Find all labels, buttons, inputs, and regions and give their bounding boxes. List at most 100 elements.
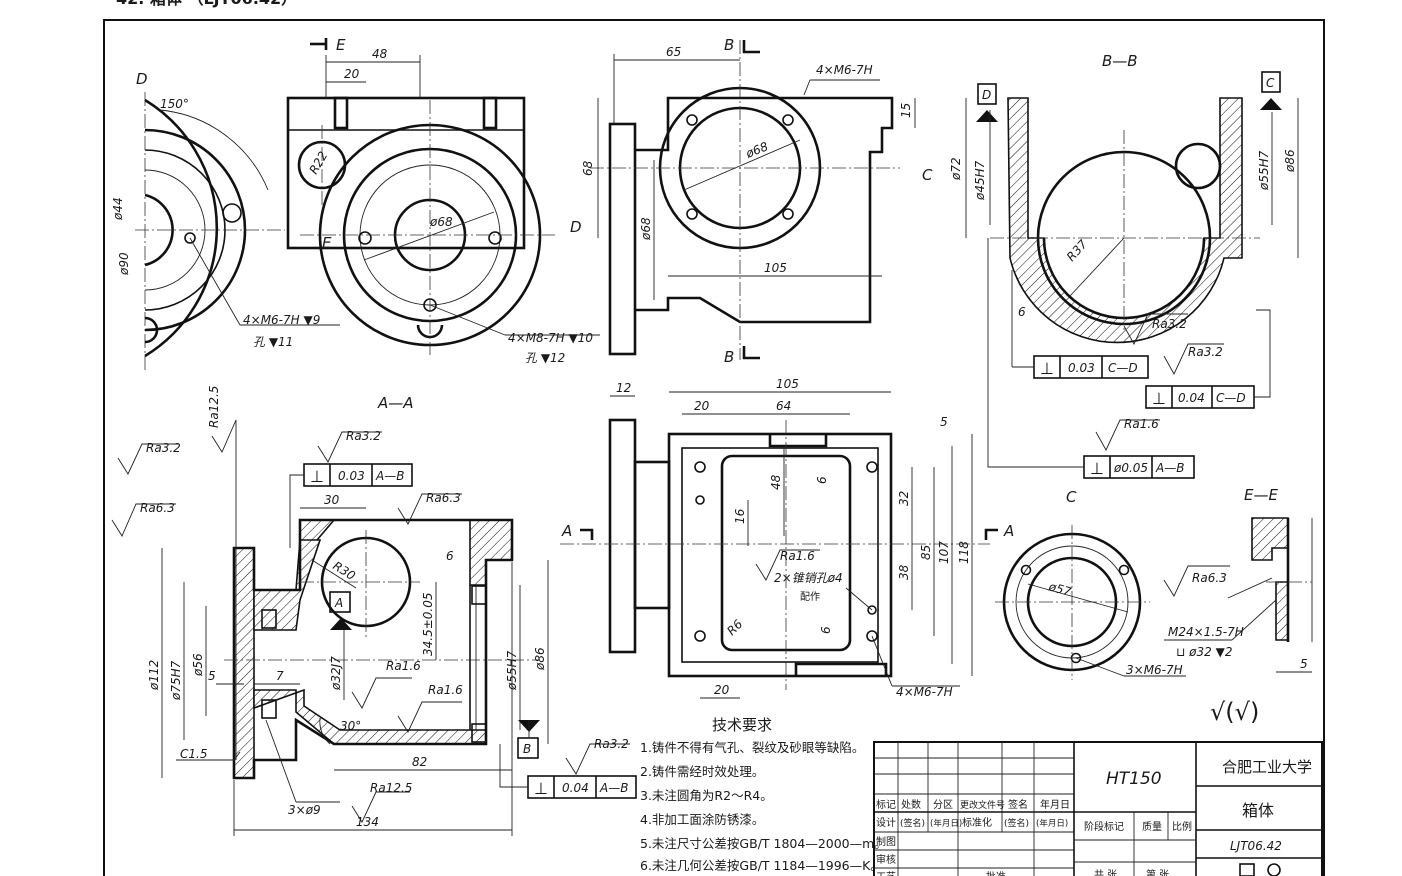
datum-b-box — [517, 737, 539, 759]
dia-55h7: ø55H7 — [1257, 150, 1271, 191]
thread-top: 4×M6-7H — [896, 685, 953, 699]
dim-12-top: 12 — [616, 381, 631, 395]
dia-45h7: ø45H7 — [973, 160, 987, 201]
dim-118-top: 118 — [957, 541, 971, 564]
fcf-bb-1-sym: ⊥ — [1040, 359, 1054, 378]
dim-105-top: 105 — [776, 377, 799, 391]
ra32-aa: Ra3.2 — [146, 441, 181, 455]
tech-note-4: 4.非加工面涂防锈漆。 — [640, 812, 764, 827]
tb-r2-3: 标准化 — [962, 816, 992, 829]
dia-68-side: ø68 — [743, 139, 770, 161]
view-d: D 150° ø44 ø90 4×M6-7H ▼9 孔 ▼11 — [111, 70, 340, 370]
dim-48-top: 48 — [769, 474, 783, 490]
datum-c-box — [1261, 71, 1281, 93]
holes-3x9: 3×ø9 — [288, 803, 321, 817]
title-block: 标记 处数 分区 更改文件号 签名 年月日 设计 (签名) (年月日) 标准化 … — [873, 741, 1323, 876]
dim-65: 65 — [666, 45, 681, 59]
datum-d: D — [982, 88, 991, 102]
fcf-aa-2-ref: A—B — [599, 781, 628, 795]
cut-a2: A — [1003, 522, 1014, 540]
ra125-aa: Ra12.5 — [207, 386, 221, 428]
tb-zhitu: 制图 — [876, 835, 896, 848]
tb-r1-5: 年月日 — [1040, 798, 1070, 811]
angle-30: 30° — [340, 719, 361, 733]
ra125-aa-b: Ra12.5 — [370, 781, 412, 795]
angle-150: 150° — [160, 97, 189, 111]
tb-stage: 阶段标记 — [1084, 820, 1124, 833]
tb-drawing-no: LJT06.42 — [1230, 839, 1282, 853]
ra32-bb-a: Ra3.2 — [1152, 317, 1187, 331]
ra16-aa-b: Ra1.6 — [428, 683, 463, 697]
dim-5-aa: 5 — [208, 669, 216, 683]
dia-57: ø57 — [1046, 579, 1073, 599]
cut-e2: E — [322, 234, 332, 252]
tech-note-3: 3.未注圆角为R2～R4。 — [640, 788, 773, 803]
r37: R37 — [1064, 237, 1090, 264]
tb-r1-4: 签名 — [1008, 798, 1028, 811]
thread-c: 3×M6-7H — [1126, 663, 1183, 677]
tb-sheet: 第 张 — [1146, 868, 1169, 876]
dia-44: ø44 — [111, 197, 125, 221]
fcf-aa-1-sym: ⊥ — [310, 467, 324, 486]
ra63-ee: Ra6.3 — [1192, 571, 1227, 585]
dia-68-front: ø68 — [429, 215, 453, 229]
dim-20: 20 — [344, 67, 360, 81]
ra16-top: Ra1.6 — [780, 549, 815, 563]
ra32-aa-c: Ra3.2 — [594, 737, 629, 751]
view-aa: A—A Ra12.5 Ra3.2 Ra3.2 Ra6.3 Ra6.3 ⊥ — [111, 386, 637, 836]
ra16-aa-a: Ra1.6 — [386, 659, 421, 673]
tb-scale: 比例 — [1172, 820, 1192, 833]
tb-r2-0: 设计 — [876, 816, 896, 829]
fcf-aa-1-tol: 0.03 — [338, 469, 365, 483]
fcf-bb-3: ⊥ ø0.05 A—B — [1083, 455, 1195, 479]
ra63-aa-b: Ra6.3 — [426, 491, 461, 505]
cut-b: B — [724, 36, 734, 54]
bb-title: B—B — [1102, 52, 1138, 70]
dim-68: 68 — [581, 160, 595, 176]
dim-6-top: 6 — [815, 476, 829, 484]
thread-d: 4×M6-7H ▼9 — [243, 313, 320, 327]
thread-ee: M24×1.5-7H — [1168, 625, 1244, 639]
dia-68-side-v: ø68 — [639, 217, 653, 241]
fcf-bb-2-ref: C—D — [1216, 391, 1246, 405]
dim-20-top: 20 — [694, 399, 710, 413]
dim-30-aa: 30 — [324, 493, 340, 507]
tb-r2-1: (签名) — [900, 817, 925, 829]
d6-bb: 6 — [1018, 305, 1026, 319]
tech-notes: 技术要求 1.铸件不得有气孔、裂纹及砂眼等缺陷。 2.铸件需经时效处理。 3.未… — [640, 716, 887, 873]
tb-material: HT150 — [1106, 769, 1162, 789]
fcf-aa-1: ⊥ 0.03 A—B — [303, 463, 413, 487]
dim-16-top: 16 — [733, 508, 747, 524]
label-c: C — [922, 166, 933, 184]
tb-r2-5: (年月日) — [1036, 818, 1068, 829]
ra32-bb-b: Ra3.2 — [1188, 345, 1223, 359]
dia-86-aa: ø86 — [533, 647, 547, 671]
drawing-frame — [103, 19, 1325, 876]
r6-top: R6 — [724, 617, 745, 638]
cut-a: A — [561, 522, 572, 540]
ee-title: E—E — [1244, 486, 1278, 504]
tb-r1-2: 分区 — [933, 799, 953, 811]
hole-front: 孔 ▼12 — [525, 351, 565, 365]
dim-48: 48 — [372, 47, 388, 61]
dim-6b-top: 6 — [819, 626, 833, 634]
tb-part-name: 箱体 — [1242, 801, 1274, 820]
fcf-aa-1-ref: A—B — [375, 469, 404, 483]
datum-a: A — [334, 596, 343, 610]
dim-7-aa: 7 — [276, 669, 284, 683]
view-ee: E—E Ra6.3 M24×1.5-7H ⊔ ø32 ▼2 5 — [1163, 486, 1313, 673]
fcf-bb-3-ref: A—B — [1155, 461, 1184, 475]
pin-holes: 2×锥销孔ø4 — [774, 571, 843, 585]
projection-symbol — [1239, 863, 1255, 876]
fcf-aa-2-tol: 0.04 — [562, 781, 589, 795]
fcf-bb-2: ⊥ 0.04 C—D — [1145, 385, 1255, 409]
tech-note-6: 6.未注几何公差按GB/T 1184—1996—K。 — [640, 858, 883, 873]
fcf-aa-2-sym: ⊥ — [534, 779, 548, 798]
tb-gongyi: 工艺 — [876, 871, 896, 876]
view-top: 12 105 20 64 5 48 6 16 32 38 85 107 118 … — [560, 377, 1014, 699]
dim-6-aa: 6 — [446, 549, 454, 563]
datum-a-box — [329, 591, 351, 613]
dim-64-top: 64 — [776, 399, 791, 413]
fcf-bb-2-sym: ⊥ — [1152, 389, 1166, 408]
